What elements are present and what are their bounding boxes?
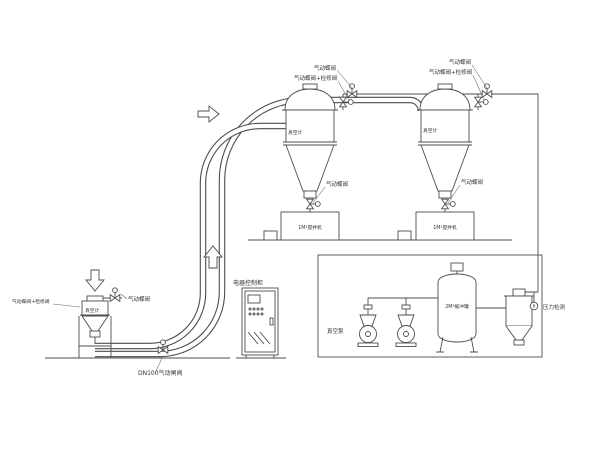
receiver-right <box>416 84 497 240</box>
pressure-gauge: P <box>529 292 539 311</box>
flow-arrow-right-icon <box>197 105 220 123</box>
filter-inlet <box>512 288 526 297</box>
feeder-station <box>78 287 122 358</box>
label-vacuum-pump: 真空泵 <box>327 327 344 335</box>
label-vacuum-gauge-right: 真空计 <box>423 127 438 134</box>
vacuum-pump-1 <box>357 297 379 347</box>
leader-line <box>52 303 81 308</box>
receiver-vessel <box>416 84 497 240</box>
label-control-cabinet: 电器控制柜 <box>233 279 263 287</box>
buffer-tank <box>436 262 478 353</box>
cabinet-legs <box>245 355 275 358</box>
label-feeder-vacuum-gauge: 真空计 <box>85 307 100 314</box>
label-discharge-valve-right: 气动蝶阀 <box>461 178 483 186</box>
label-gate-valve: DN100气动闸阀 <box>138 369 183 377</box>
label-service-valve-right: 气动蝶阀+检修阀 <box>429 68 472 76</box>
label-feeder-top-valve: 气动蝶阀 <box>128 295 150 303</box>
control-cabinet <box>241 287 279 358</box>
feeder-outlet <box>89 330 101 338</box>
filter-cone <box>505 325 533 341</box>
pipe-core <box>95 97 424 357</box>
leader-line <box>472 74 485 101</box>
label-discharge-valve-left: 气动蝶阀 <box>326 180 348 188</box>
feeder-frame <box>78 316 112 358</box>
pump-room-outline <box>317 254 543 358</box>
leader-line <box>312 186 326 204</box>
vacuum-pump-2 <box>395 297 417 347</box>
valve-icon <box>109 287 121 302</box>
label-top-valve-right: 气动蝶阀 <box>449 58 471 66</box>
label-service-valve-left: 气动蝶阀+检修阀 <box>294 74 337 82</box>
label-top-valve-left: 气动蝶阀 <box>314 64 336 72</box>
gauge-dial-icon <box>529 301 539 311</box>
flow-arrow-up-icon <box>203 245 223 269</box>
leader-line <box>471 64 488 89</box>
gauge-symbol: P <box>533 304 536 310</box>
support-block <box>397 230 412 241</box>
flow-arrow-down-icon <box>85 269 105 292</box>
label-bin-right: 1M³搅拌机 <box>433 224 457 231</box>
cabinet-handle <box>269 317 274 326</box>
leader-line <box>337 80 350 101</box>
label-feeder-service-valve: 气动蝶阀+检修阀 <box>12 298 50 305</box>
cabinet-display <box>247 294 261 304</box>
label-vacuum-gauge-left: 真空计 <box>288 129 303 136</box>
pipe-core <box>95 123 286 349</box>
leader-line <box>336 69 353 89</box>
label-buffer-tank: 2M³缓冲罐 <box>445 303 469 310</box>
receiver-vessel <box>281 84 362 240</box>
leader-line <box>447 184 461 204</box>
feeder-cone <box>81 315 109 332</box>
filter-body <box>505 295 533 327</box>
feeder-lid <box>86 295 104 302</box>
conveying-pipe-inner <box>95 122 286 350</box>
conveying-pipe-outer <box>95 96 425 358</box>
cabinet-vent <box>247 331 271 345</box>
label-pressure-detection: 压力检测 <box>543 303 566 311</box>
label-bin-left: 1M³搅拌机 <box>298 224 322 231</box>
tank-top-fitting <box>450 262 464 272</box>
tank-legs <box>436 336 478 353</box>
cabinet-buttons <box>248 307 264 316</box>
receiver-left <box>281 84 362 240</box>
leader-line <box>120 293 128 300</box>
filter-outlet <box>513 339 525 346</box>
support-block <box>263 230 278 241</box>
tank-shell <box>437 273 477 343</box>
cabinet-door <box>244 290 276 353</box>
leader-line <box>155 355 164 372</box>
filter-separator <box>504 288 534 346</box>
